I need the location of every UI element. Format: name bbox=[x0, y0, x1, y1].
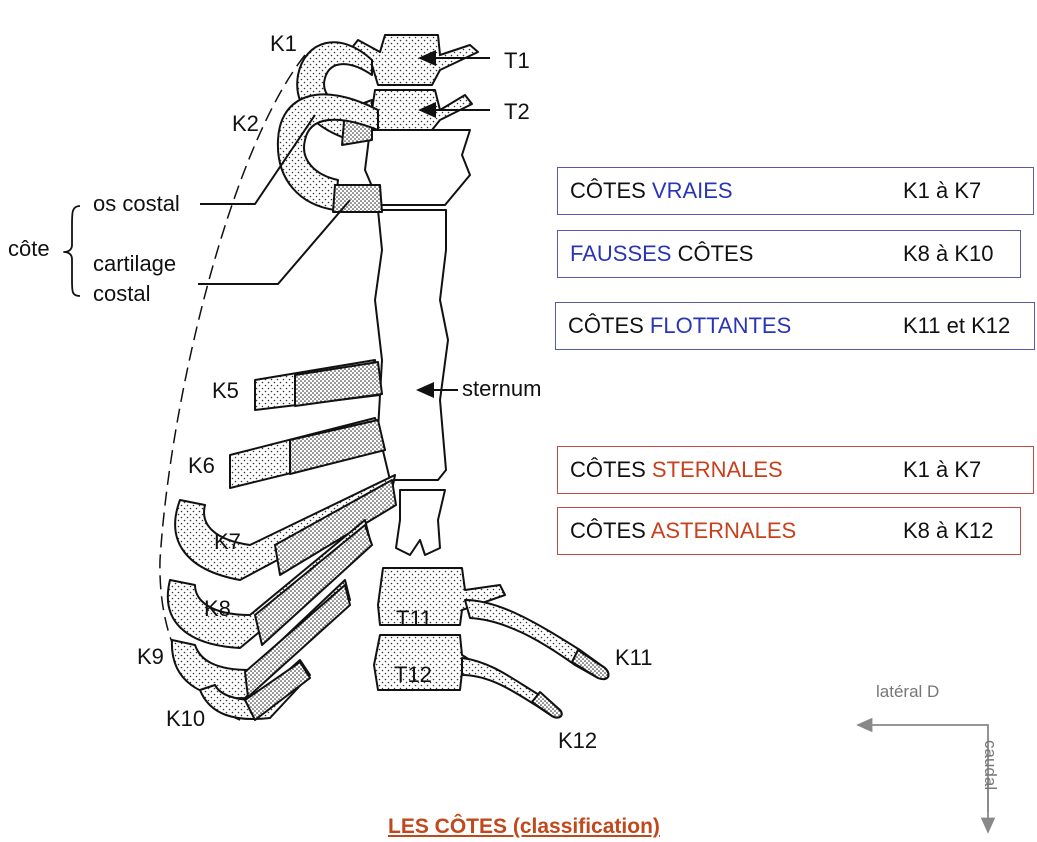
pointer-cartilage-costal bbox=[198, 200, 350, 284]
class-box-vraies: CÔTES VRAIES K1 à K7 bbox=[557, 167, 1034, 215]
label-t1: T1 bbox=[504, 50, 530, 72]
class-box-asternales: CÔTES ASTERNALES K8 à K12 bbox=[557, 507, 1021, 555]
sternum-body bbox=[375, 210, 448, 480]
xiphoid bbox=[396, 490, 445, 555]
orientation-lateral: latéral D bbox=[876, 682, 939, 702]
brace-cote bbox=[64, 206, 80, 296]
label-k9: K9 bbox=[137, 646, 164, 668]
class-name: FAUSSES CÔTES bbox=[570, 241, 753, 267]
class-range: K8 à K10 bbox=[903, 241, 994, 267]
class-name: CÔTES STERNALES bbox=[570, 457, 783, 483]
label-cote: côte bbox=[8, 238, 50, 260]
label-k12: K12 bbox=[558, 730, 597, 752]
class-box-fausses: FAUSSES CÔTES K8 à K10 bbox=[557, 230, 1021, 278]
orientation-caudal: caudal bbox=[980, 740, 1000, 790]
label-k7: K7 bbox=[214, 531, 241, 553]
class-name: CÔTES FLOTTANTES bbox=[568, 313, 791, 339]
class-box-sternales: CÔTES STERNALES K1 à K7 bbox=[557, 446, 1034, 494]
class-box-flottantes: CÔTES FLOTTANTES K11 et K12 bbox=[555, 302, 1035, 350]
cartilage-k11 bbox=[572, 650, 609, 679]
class-range: K1 à K7 bbox=[903, 178, 981, 204]
label-k10: K10 bbox=[166, 708, 205, 730]
class-name: CÔTES VRAIES bbox=[570, 178, 733, 204]
orientation-arrows bbox=[858, 725, 988, 812]
label-k6: K6 bbox=[188, 455, 215, 477]
label-t12: T12 bbox=[394, 664, 432, 686]
label-os-costal: os costal bbox=[93, 193, 180, 215]
label-sternum: sternum bbox=[462, 378, 541, 400]
label-t2: T2 bbox=[504, 101, 530, 123]
cartilage-k2 bbox=[333, 185, 382, 212]
class-range: K1 à K7 bbox=[903, 457, 981, 483]
label-k2: K2 bbox=[232, 113, 259, 135]
label-k1: K1 bbox=[270, 33, 297, 55]
label-cartilage-costal-1: cartilage bbox=[93, 253, 176, 275]
class-range: K11 et K12 bbox=[903, 313, 1010, 339]
page-title: LES CÔTES (classification) bbox=[388, 815, 660, 839]
label-cartilage-costal-2: costal bbox=[93, 283, 150, 305]
label-t11: T11 bbox=[396, 608, 432, 630]
cartilage-k5 bbox=[295, 362, 382, 406]
label-k11: K11 bbox=[615, 647, 653, 669]
class-name: CÔTES ASTERNALES bbox=[570, 518, 796, 544]
label-k5: K5 bbox=[212, 380, 239, 402]
class-range: K8 à K12 bbox=[903, 518, 994, 544]
label-k8: K8 bbox=[204, 598, 231, 620]
